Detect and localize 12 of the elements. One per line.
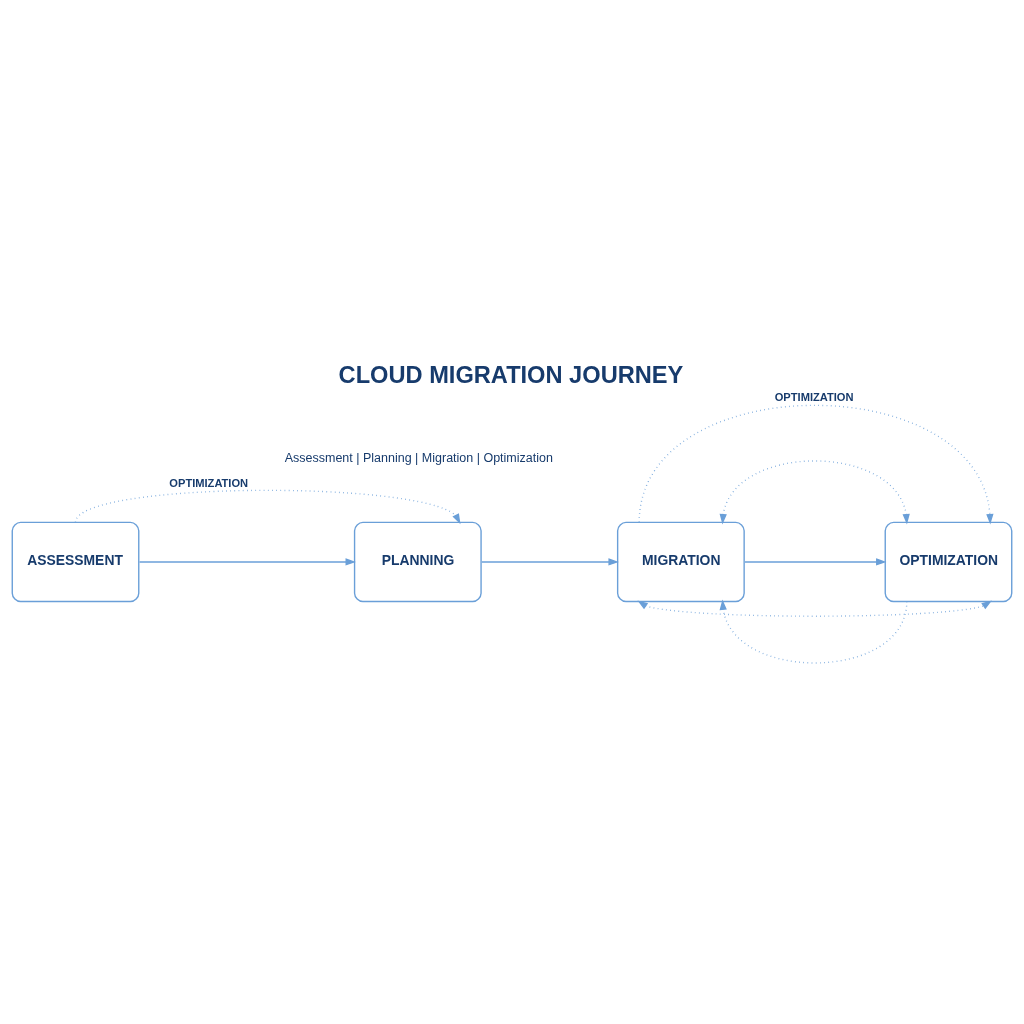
arrow — [744, 557, 887, 566]
arrow — [637, 599, 992, 617]
arrow — [74, 489, 461, 524]
arrow — [719, 459, 910, 524]
edge-label: OPTIMIZATION — [774, 390, 854, 403]
arrow — [481, 557, 619, 566]
diagram-title: CLOUD MIGRATION JOURNEY — [338, 361, 684, 388]
arrow — [719, 598, 908, 664]
edge-label: OPTIMIZATION — [169, 476, 249, 489]
label: Assessment | Planning | Migration | Optimization — [284, 450, 553, 465]
arrow — [638, 404, 994, 524]
arrow — [138, 557, 356, 566]
